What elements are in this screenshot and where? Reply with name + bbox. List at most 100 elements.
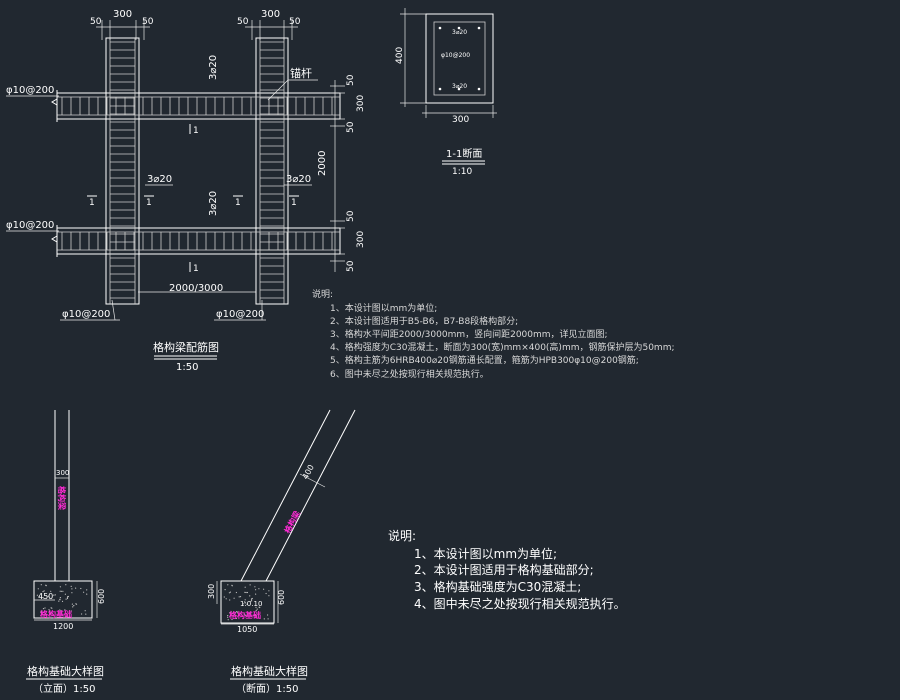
hatch-dot (244, 613, 246, 615)
hatch-dot (71, 588, 73, 590)
notes-foundation: 说明: 1、本设计图以mm为单位; 2、本设计图适用于格构基础部分; 3、格构基… (388, 528, 626, 611)
top-dimension-right (245, 20, 298, 40)
note-item: 2、本设计图适用于B5-B6，B7-B8段格构部分; (330, 315, 518, 327)
hatch-dot (65, 598, 67, 600)
hatch-dot (59, 590, 61, 592)
hatch-dot (61, 600, 64, 603)
section-mark: 1 (193, 126, 199, 136)
hatch-dot (66, 597, 69, 600)
hatch-dot (50, 590, 52, 592)
slope-label: 1:0.10 (240, 600, 262, 608)
rebar-label-left-bottom: φ10@200 (6, 220, 54, 231)
dim-1050: 1050 (237, 625, 257, 634)
hatch-dot (38, 596, 41, 598)
vertical-beam-right (255, 37, 289, 305)
hatch-dot (251, 597, 253, 600)
hatch-dot (244, 614, 246, 617)
dim-50: 50 (142, 17, 154, 27)
hatch-dot (58, 600, 60, 602)
hatch-dot (258, 588, 260, 590)
hatch-dot (54, 594, 56, 596)
hatch-dot (47, 595, 49, 597)
section-mark: 1 (89, 198, 95, 208)
dim-450: 450 (38, 592, 53, 601)
hatch-dot (84, 610, 86, 612)
rebar-label-left-top: φ10@200 (6, 85, 54, 96)
hatch-dot (42, 597, 44, 599)
section-outline (425, 13, 494, 104)
rebar-label-vertical-top: 3⌀20 (208, 55, 219, 80)
dim-600: 600 (97, 589, 106, 604)
break-line (51, 225, 58, 257)
note-item: 4、图中未尽之处按现行相关规范执行。 (414, 596, 626, 611)
dim-600: 600 (277, 590, 286, 605)
hatch-dot (59, 586, 62, 588)
dim-50: 50 (346, 74, 356, 86)
dim-300: 300 (356, 231, 366, 248)
section-mark: 1 (146, 198, 152, 208)
note-item: 5、格构主筋为6HRB400⌀20钢筋通长配置，箍筋为HPB300φ10@200… (330, 354, 639, 366)
dim-2000: 2000 (317, 151, 328, 176)
hatch-dot (245, 591, 247, 594)
hatch-dot (42, 608, 45, 610)
span-dimension: 2000/3000 (169, 283, 223, 294)
hatch-dot (231, 584, 233, 586)
hatch-dot (37, 588, 39, 590)
hatch-dot (48, 609, 50, 611)
hatch-dot (71, 592, 73, 594)
hatch-dot (59, 609, 61, 611)
note-item: 2、本设计图适用于格构基础部分; (414, 562, 594, 577)
top-dimension-left (96, 20, 150, 40)
hatch-dot (255, 589, 257, 591)
hatch-dot (80, 587, 82, 590)
concrete-hatching (223, 584, 270, 621)
hatch-dot (244, 599, 246, 601)
vertical-beam-left (105, 37, 140, 305)
notes-heading: 说明: (312, 288, 333, 300)
hatch-dot (86, 589, 88, 591)
detail-title: 格构基础大样图 (231, 664, 308, 678)
hatch-dot (268, 595, 270, 597)
hatch-dot (60, 590, 63, 592)
stirrup-outline (433, 21, 486, 96)
hatch-dot (246, 591, 248, 594)
hatch-dot (238, 596, 240, 598)
dim-50: 50 (90, 17, 102, 27)
notes-plan: 说明: 1、本设计图以mm为单位; 2、本设计图适用于B5-B6，B7-B8段格… (312, 288, 675, 380)
hatch-dot (267, 618, 269, 620)
hatch-dot (48, 610, 51, 613)
hatch-dot (43, 590, 45, 592)
section-1-1: 400 300 3⌀20 φ10@200 3⌀20 1-1断面 1:10 (395, 8, 497, 177)
hatch-dot (230, 611, 232, 613)
rebar-label-vertical-mid: 3⌀20 (208, 191, 219, 216)
notes-heading: 说明: (388, 528, 416, 543)
hatch-dot (243, 603, 245, 605)
section-width-dim: 300 (452, 115, 469, 125)
detail-title: 格构基础大样图 (27, 664, 104, 678)
rebar-dots (438, 26, 481, 91)
dim-300: 300 (356, 95, 366, 112)
hatch-dot (72, 606, 74, 608)
detail-subtitle: （断面）1:50 (236, 682, 298, 695)
beam-label: 格构梁 (57, 486, 67, 511)
hatch-dot (229, 612, 231, 614)
hatch-dot (42, 591, 44, 593)
foundation-detail-section: 400 格构梁 300 600 1050 1:0.10 格构基础 格构基础大样图… (207, 409, 356, 695)
hatch-dot (67, 595, 69, 598)
anchor-label: 锚杆 (290, 66, 312, 80)
hatch-dot (258, 606, 260, 608)
section-scale: 1:10 (452, 167, 472, 177)
hatch-dot (244, 601, 246, 603)
hatch-dot (228, 592, 230, 594)
note-item: 3、格构基础强度为C30混凝土; (414, 579, 581, 594)
hatch-dot (64, 609, 66, 611)
hatch-dot (233, 597, 235, 599)
hatch-dot (70, 585, 72, 588)
section-bar-bottom: 3⌀20 (452, 83, 467, 90)
beam-width-dim: 400 (301, 463, 316, 481)
section-mark: 1 (291, 198, 297, 208)
section-mark-lines (87, 124, 299, 272)
hatch-dot (235, 617, 238, 620)
section-height-dim: 400 (395, 47, 405, 64)
